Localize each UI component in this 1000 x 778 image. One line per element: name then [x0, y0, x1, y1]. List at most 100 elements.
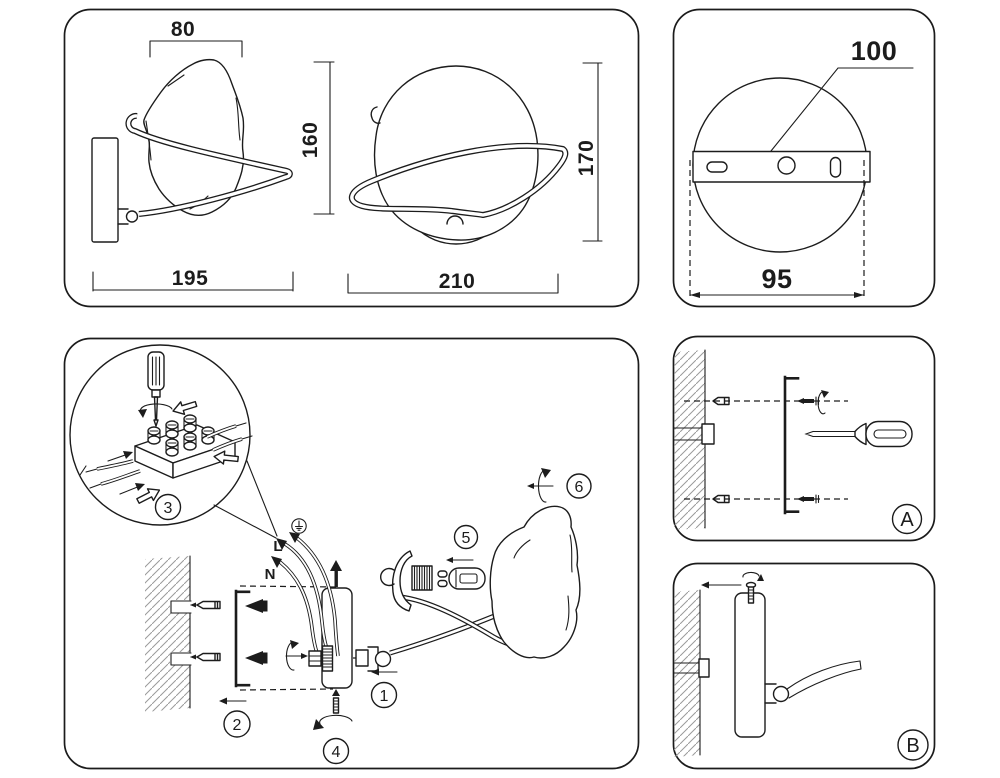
ring-wire-side: [125, 112, 293, 217]
panel-border: [672, 8, 936, 308]
step-2-callout: 2: [219, 697, 251, 738]
detail-a-letter: A: [900, 509, 914, 531]
mounting-screws: [245, 599, 268, 665]
leader-line-100: [770, 67, 914, 152]
terminal-screws: [147, 414, 215, 457]
lamp-socket: [411, 565, 433, 591]
callout-leader-lines: [213, 460, 278, 539]
dim-label-95: 95: [761, 264, 792, 294]
arm-connector: [355, 646, 392, 672]
neutral-wire-label: N: [265, 566, 276, 583]
panel-border: [63, 8, 640, 308]
terminal-detail-callout: 3: [69, 344, 278, 539]
wall-plate: [91, 137, 119, 243]
lamp-front-view: [348, 65, 569, 245]
step-1-number: 1: [380, 688, 389, 705]
step-2-number: 2: [233, 717, 242, 734]
cable-gland: [308, 645, 334, 672]
detail-circle: [69, 344, 251, 526]
step-4-badge: [322, 737, 350, 765]
g9-bulb: [437, 567, 486, 590]
panel-detail-b: B: [672, 562, 936, 770]
screwdriver-icon: [804, 420, 913, 448]
stem-bump: [446, 215, 464, 225]
slot-right: [829, 156, 842, 178]
plate-arm: [117, 208, 129, 225]
dimension-170: 170: [575, 62, 603, 242]
hook-curl: [379, 567, 395, 587]
mounting-bar: [692, 150, 871, 183]
mounting-bracket: [783, 375, 800, 515]
rock-shade-side: [143, 58, 245, 216]
panel-border: [672, 562, 936, 770]
step-5-badge: [453, 524, 479, 550]
locking-screw: [742, 571, 764, 604]
detail-b-letter: B: [906, 735, 919, 757]
live-wire-label: L: [273, 538, 282, 555]
wall-hatch: [145, 556, 190, 712]
arm-and-shade-assembly: 5 6: [379, 468, 592, 659]
dim-label-195: 195: [172, 267, 209, 290]
panel-backplate-drawing: 100 95: [672, 8, 936, 308]
ring-wire-front: [348, 142, 569, 218]
panel-border: [63, 337, 640, 770]
lamp-side-view: [91, 58, 293, 243]
up-arrow: [330, 560, 342, 571]
dim-label-170: 170: [575, 140, 598, 177]
dimension-160: 160: [299, 61, 335, 215]
wall-section: [145, 555, 192, 712]
wall-anchors: [190, 600, 221, 662]
keyhole-slot-left: [706, 161, 728, 173]
step-1-badge: [370, 681, 398, 709]
wall-conduit: [673, 658, 710, 678]
arm-joint: [764, 660, 862, 704]
step-3-number: 3: [164, 500, 173, 517]
bottom-screw: [313, 689, 353, 730]
dimension-210: 210: [347, 270, 559, 294]
center-hole: [777, 156, 796, 175]
dimension-95: 95: [689, 160, 865, 298]
lamp-base: L N 4: [265, 518, 398, 765]
rotation-arrow-icon: [138, 403, 173, 418]
dim-label-160: 160: [299, 122, 322, 159]
side-nub: [370, 106, 381, 124]
detail-b-badge: [897, 729, 929, 761]
alignment-lines: [684, 400, 848, 500]
dimension-80: 80: [149, 18, 243, 58]
rotation-arrow-icon: [319, 714, 353, 725]
mounting-bracket: [234, 585, 338, 691]
step-4-number: 4: [332, 744, 341, 761]
wall-conduit: [673, 423, 715, 445]
terminal-block: [79, 400, 253, 504]
rotation-arrow-icon: [817, 390, 829, 415]
anchor-and-screw-bottom: [712, 494, 820, 504]
panel-detail-a: A: [672, 335, 936, 542]
step-5-number: 5: [462, 530, 471, 547]
dim-label-100: 100: [851, 36, 898, 66]
drill-holes: [170, 600, 192, 666]
left-arrow-icon: [701, 581, 709, 589]
ring-joint: [125, 210, 139, 223]
rock-creases: [513, 534, 573, 631]
side-rotation-arrow-icon: [285, 640, 308, 671]
detail-a-badge: [891, 503, 923, 535]
rock-creases: [145, 74, 241, 210]
step-2-badge: [223, 710, 251, 738]
screwdriver-icon: [147, 351, 165, 427]
dimension-195: 195: [92, 267, 294, 292]
panel-border: [672, 335, 936, 542]
cone-cover: [391, 550, 413, 612]
insert-direction-arrows: [107, 400, 239, 504]
step-6-number: 6: [575, 479, 584, 496]
shade-rotation-arrow-icon: [527, 468, 554, 503]
dim-label-80: 80: [171, 18, 195, 41]
step-3-badge: [154, 493, 182, 521]
ground-symbol-icon: [291, 518, 307, 534]
dim-label-210: 210: [439, 270, 476, 293]
rock-shade-assembly: [489, 505, 581, 659]
lamp-base: [734, 592, 766, 738]
wires-into-terminal: [79, 422, 253, 489]
panel-assembly-steps: 3 2: [63, 337, 640, 770]
step-6-badge: [566, 473, 592, 499]
